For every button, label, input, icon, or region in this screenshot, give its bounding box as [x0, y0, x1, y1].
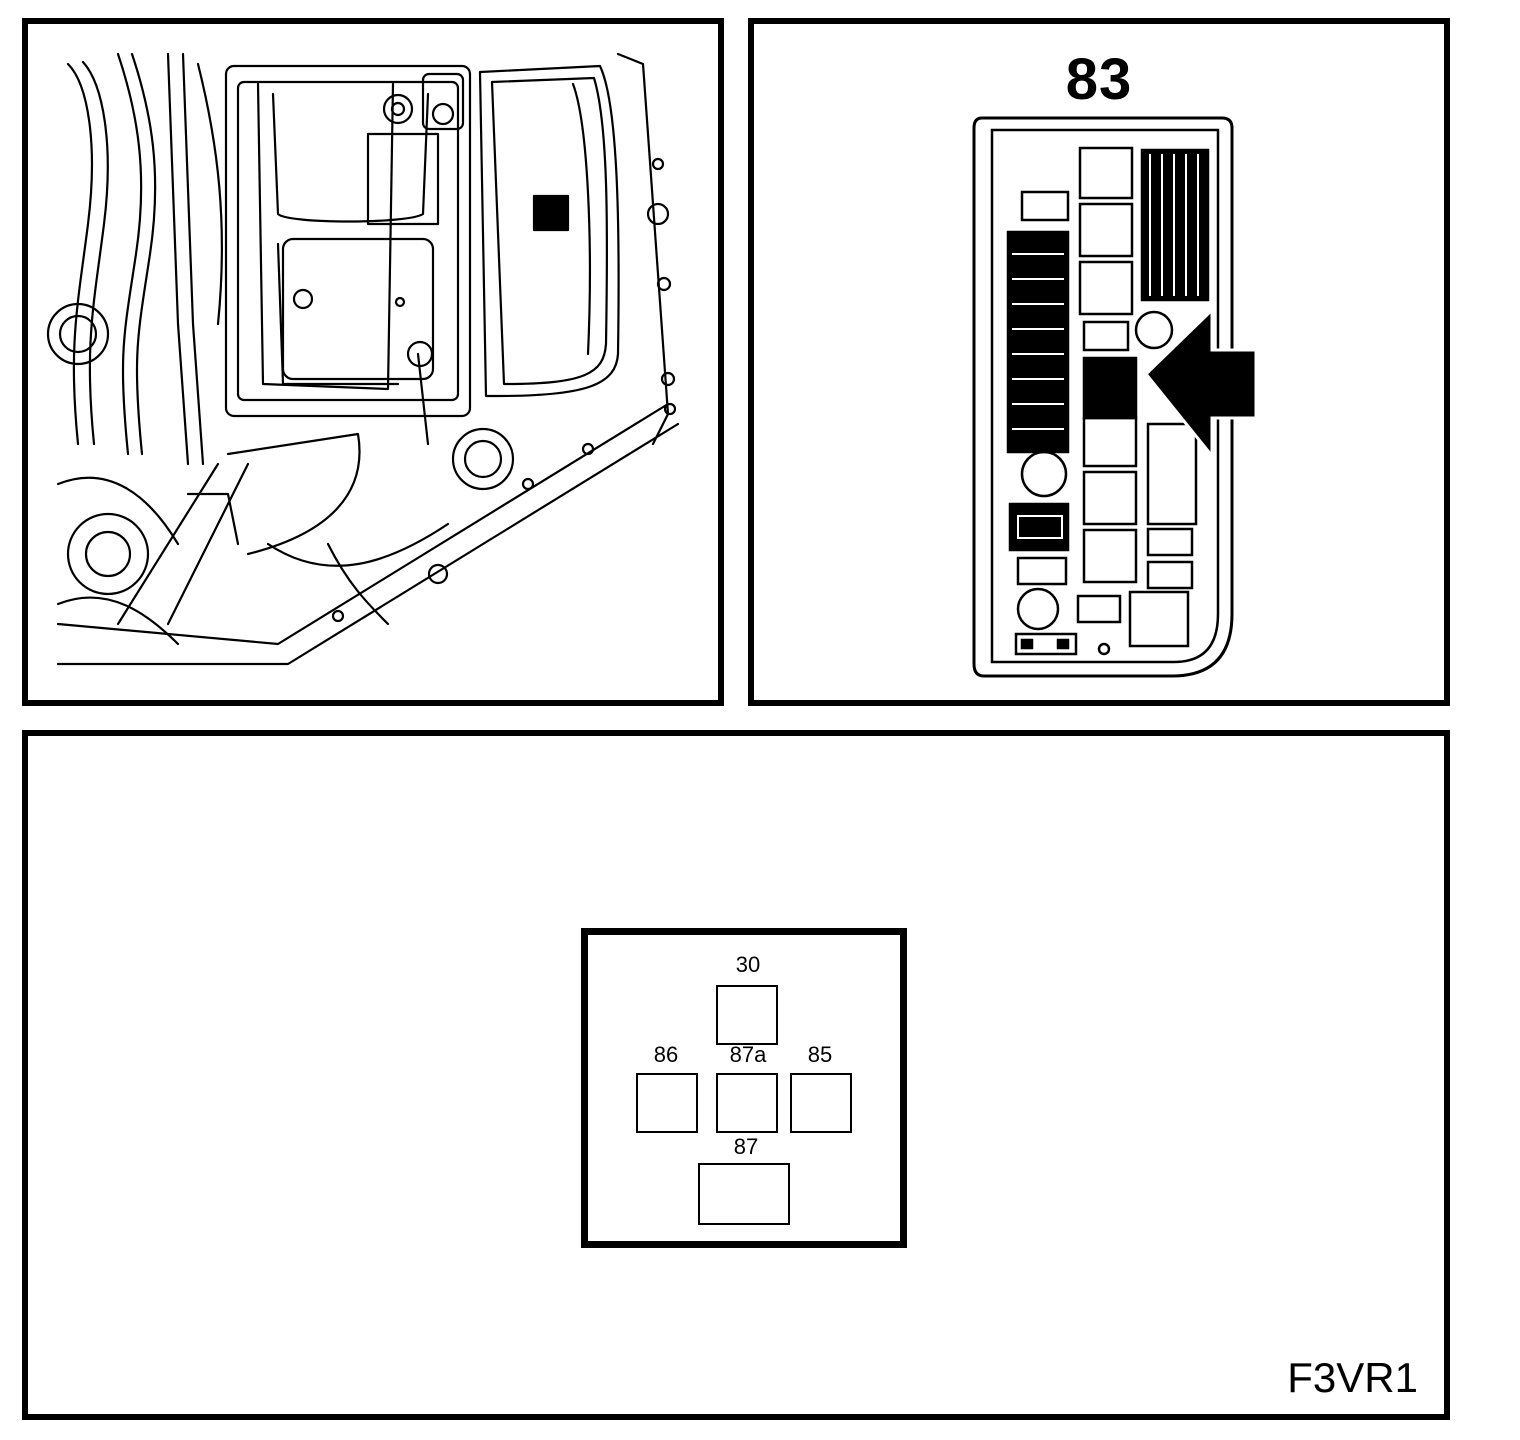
- pin-87a: [716, 1073, 778, 1133]
- pin-label-86: 86: [653, 1042, 679, 1067]
- relay-socket: 30 86 87a 85 87: [581, 928, 907, 1248]
- engine-bay-panel: [22, 18, 724, 706]
- fusebox-number: 83: [1065, 47, 1133, 112]
- figure-code: F3VR1: [1287, 1354, 1418, 1401]
- pin-86: [636, 1073, 698, 1133]
- pin-label-30: 30: [735, 952, 761, 977]
- pin-label-87a: 87a: [729, 1042, 767, 1067]
- pin-85: [790, 1073, 852, 1133]
- location-arrow-icon: [1143, 306, 1258, 461]
- fusebox-layout-diagram: [972, 116, 1258, 678]
- pin-label-85: 85: [807, 1042, 833, 1067]
- pin-87: [698, 1163, 790, 1225]
- pin-30: [716, 985, 778, 1045]
- pin-label-87: 87: [733, 1134, 759, 1159]
- fusebox-panel: 83: [748, 18, 1450, 706]
- relay-pinout-panel: 30 86 87a 85 87 F3VR1: [22, 730, 1450, 1420]
- engine-bay-illustration: [46, 52, 680, 666]
